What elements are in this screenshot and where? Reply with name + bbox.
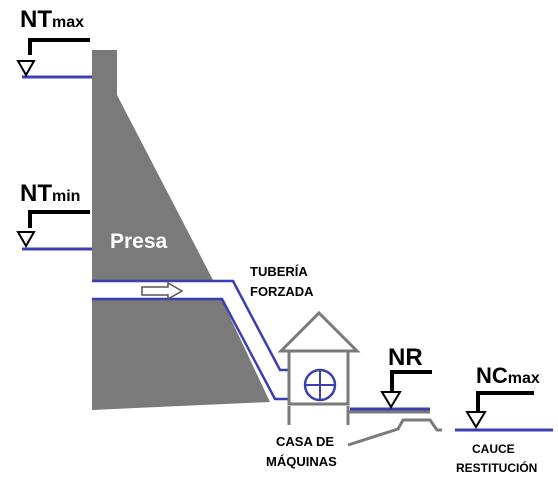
ntmin-marker: NTmin [16, 180, 90, 249]
ntmax-label-main: NT [20, 6, 52, 33]
nr-marker: NR [380, 344, 432, 409]
dam-label: Presa [110, 230, 168, 253]
dam-upper-body [92, 50, 213, 280]
ntmax-level-triangle-icon [16, 60, 36, 78]
ncmax-label-sub: max [508, 370, 540, 387]
dam-lower-body [92, 300, 270, 410]
channel-label-line1: CAUCE [472, 442, 515, 456]
powerhouse [277, 310, 361, 425]
ntmin-label: NTmin [20, 180, 80, 207]
flow-arrow [141, 281, 184, 301]
nr-level-triangle-icon [380, 391, 402, 409]
ntmin-level-triangle-icon [16, 231, 36, 249]
ncmax-level-triangle-icon [465, 411, 487, 429]
ncmax-label: NCmax [476, 363, 540, 388]
powerhouse-roof [277, 310, 361, 353]
ntmax-label: NTmax [20, 6, 84, 33]
turbine-icon [303, 368, 337, 402]
powerhouse-label-line1: CASA DE [276, 434, 334, 449]
dam: Presa [92, 50, 270, 410]
nr-label: NR [388, 344, 423, 371]
channel-label-line2: RESTITUCIÓN [456, 460, 537, 475]
ntmin-label-sub: min [52, 188, 80, 205]
outflow-terrain [347, 410, 442, 447]
penstock [92, 279, 292, 401]
ncmax-marker: NCmax [465, 363, 540, 429]
ntmax-label-sub: max [52, 14, 84, 31]
penstock-lower-wall [92, 297, 292, 401]
powerhouse-label-line2: MÁQUINAS [266, 454, 337, 469]
penstock-label-line1: TUBERÍA [250, 264, 308, 279]
ntmax-marker: NTmax [16, 6, 90, 78]
water-levels [22, 75, 553, 432]
penstock-upper-wall [92, 279, 292, 372]
ncmax-label-main: NC [476, 363, 508, 388]
ntmin-label-main: NT [20, 180, 52, 207]
penstock-label-line2: FORZADA [250, 284, 314, 299]
